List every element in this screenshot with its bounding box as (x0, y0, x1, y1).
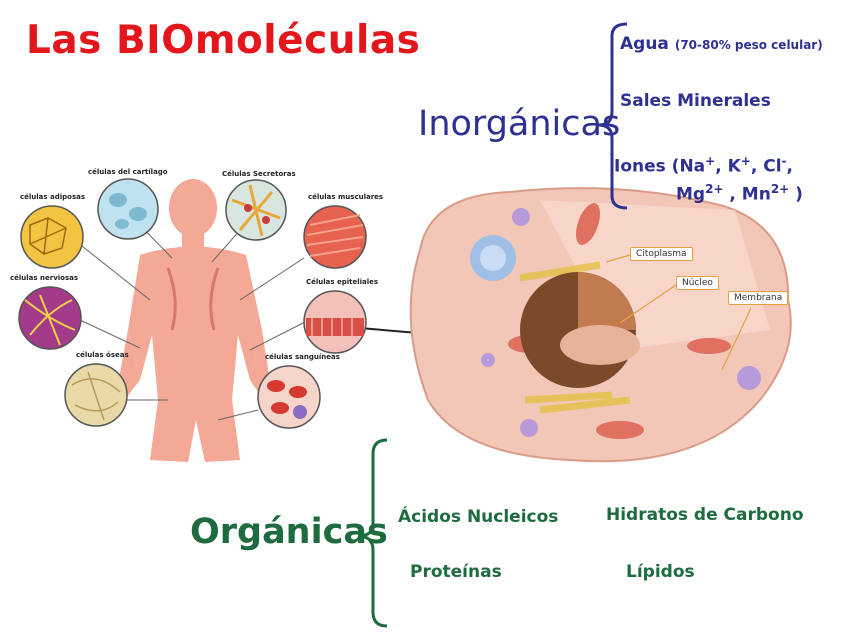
label-cartilago: células del cartílago (88, 168, 168, 176)
bone-cells-circle (64, 363, 128, 427)
label-secretoras: Células Secretoras (222, 170, 296, 178)
iones-sup-4: 2+ (705, 182, 724, 196)
iones-line-2: Mg2+ , Mn2+ ) (676, 182, 803, 205)
cartilage-cells-circle (97, 178, 159, 240)
label-membrana: Membrana (728, 291, 789, 305)
hidratos-carbono-item: Hidratos de Carbono (606, 505, 804, 525)
epithelial-cells-circle (303, 290, 367, 354)
iones-sup-2: + (740, 154, 751, 168)
adipose-cells-circle (20, 205, 84, 269)
iones-sup-3: - (781, 154, 787, 168)
iones-text-b: , K (715, 156, 741, 177)
acidos-nucleicos-item: Ácidos Nucleicos (398, 507, 559, 527)
iones-sup-1: + (705, 154, 716, 168)
proteinas-item: Proteínas (410, 562, 502, 582)
label-nucleo: Núcleo (676, 276, 719, 290)
label-nerviosas: células nerviosas (10, 274, 79, 282)
agua-label: Agua (620, 34, 669, 54)
organic-heading: Orgánicas (190, 512, 388, 552)
iones-text-d: , (786, 156, 793, 177)
blood-cells-circle (257, 365, 321, 429)
label-sanguineas: células sanguíneas (265, 353, 340, 361)
lipidos-item: Lípidos (626, 562, 695, 582)
label-citoplasma: Citoplasma (630, 247, 693, 261)
iones-text-a: Iones (Na (614, 156, 706, 177)
cell-callout-lines (605, 254, 752, 371)
sales-minerales-item: Sales Minerales (620, 91, 771, 111)
iones-text-f: , Mn (723, 184, 771, 205)
organic-bracket (357, 438, 388, 628)
iones-text-c: , Cl (750, 156, 782, 177)
label-adiposas: células adiposas (20, 193, 86, 201)
secretory-cells-circle (225, 179, 287, 241)
iones-line-1: Iones (Na+, K+, Cl-, (614, 154, 793, 177)
label-oseas: células óseas (76, 351, 129, 359)
page-title: Las BIOmoléculas (26, 18, 421, 63)
agua-item: Agua (70-80% peso celular) (620, 34, 823, 54)
inorganic-bracket (597, 22, 628, 210)
label-epiteliales: Células epiteliales (306, 278, 379, 286)
iones-text-e: Mg (676, 184, 706, 205)
inorganic-heading: Inorgánicas (418, 104, 621, 144)
agua-note: (70-80% peso celular) (674, 38, 823, 52)
label-musculares: células musculares (308, 193, 384, 201)
iones-sup-5: 2+ (770, 182, 790, 196)
nerve-cells-circle (18, 286, 82, 350)
animal-cell-diagram (409, 187, 792, 463)
iones-text-g: ) (789, 184, 803, 205)
muscle-cells-circle (303, 205, 367, 269)
